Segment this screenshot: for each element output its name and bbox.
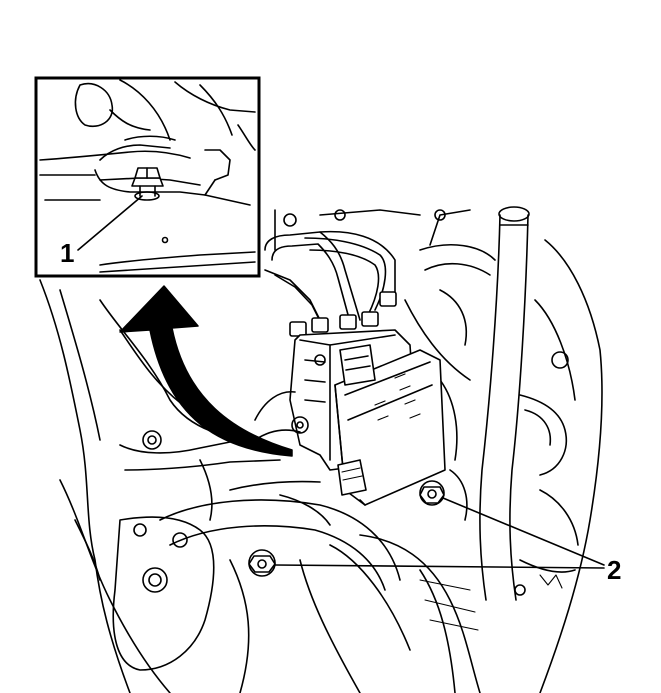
detail-inset <box>34 76 261 278</box>
callout-2-label: 2 <box>607 555 621 585</box>
mounting-bolt-lower <box>248 549 276 577</box>
mounting-bolt-upper <box>419 480 445 506</box>
callout-1-leader <box>77 195 143 251</box>
callout-1-label: 1 <box>60 238 74 268</box>
removal-direction-arrow <box>119 285 293 457</box>
callout-2-leader-lower <box>274 564 605 569</box>
engine-bay-line-art <box>39 206 603 693</box>
callout-2-leader-upper <box>442 497 605 566</box>
inset-bolt <box>131 167 164 201</box>
